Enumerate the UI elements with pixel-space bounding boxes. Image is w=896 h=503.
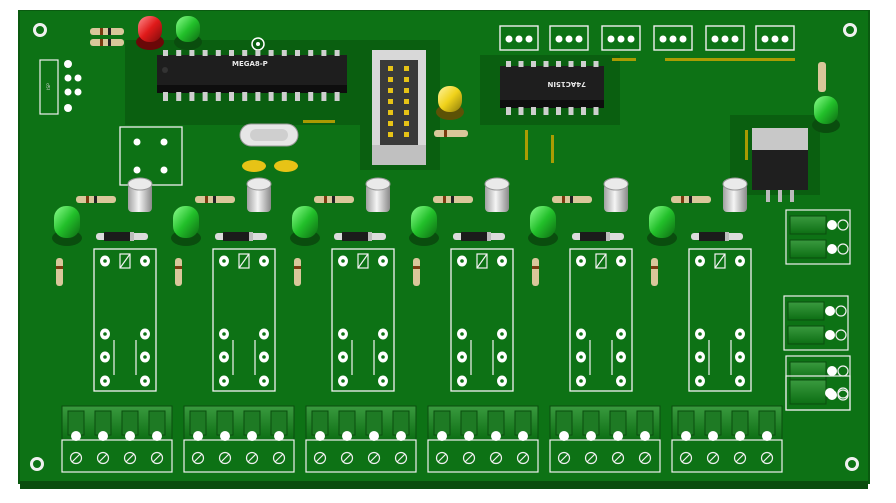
crystal-capacitors: [242, 160, 298, 172]
relay-footprint: [688, 248, 752, 392]
terminal-block-right: [783, 295, 849, 351]
relay-channel: [290, 177, 395, 392]
channel-led: [528, 206, 558, 246]
relay-channel: [171, 177, 276, 392]
power-led: [812, 96, 840, 133]
terminal-block-right: [785, 209, 851, 265]
crystal: [239, 123, 299, 147]
channel-diode: [334, 232, 386, 241]
terminal-block: [549, 405, 661, 473]
channel-resistor-vertical: [175, 258, 182, 286]
terminal-block: [671, 405, 783, 473]
terminal-block: [305, 405, 417, 473]
relay-footprint: [450, 248, 514, 392]
top-connector: [755, 25, 795, 51]
relay-channel: [409, 177, 514, 392]
channel-transistor: [365, 177, 391, 212]
channel-diode: [572, 232, 624, 241]
relay-footprint: [331, 248, 395, 392]
status-led-red: [136, 16, 164, 50]
channel-resistor-vertical: [651, 258, 658, 286]
top-connector: [549, 25, 589, 51]
channel-transistor: [246, 177, 272, 212]
relay-channel: [52, 177, 157, 392]
idc-header: [372, 50, 426, 165]
voltage-regulator: [752, 128, 808, 202]
channel-transistor: [484, 177, 510, 212]
channel-transistor: [127, 177, 153, 212]
relay-channel: [647, 177, 752, 392]
relay-footprint: [212, 248, 276, 392]
mcu-label: MEGA8-P: [232, 60, 268, 68]
resistor-power: [818, 62, 826, 92]
status-led-green: [174, 16, 202, 50]
channel-diode: [691, 232, 743, 241]
channel-resistor: [552, 196, 592, 203]
channel-resistor: [76, 196, 116, 203]
mcu-chip: MEGA8-P: [157, 50, 347, 101]
terminal-block: [61, 405, 173, 473]
top-connectors: [499, 25, 795, 51]
channel-resistor: [433, 196, 473, 203]
bottom-terminal-blocks: [61, 405, 783, 473]
channel-resistor-vertical: [532, 258, 539, 286]
logic-chip: 74AC15IN: [500, 61, 604, 115]
channel-led: [52, 206, 82, 246]
channel-resistor-vertical: [294, 258, 301, 286]
channel-transistor: [722, 177, 748, 212]
channel-resistor: [195, 196, 235, 203]
channel-led: [647, 206, 677, 246]
channel-resistor-vertical: [56, 258, 63, 286]
channel-resistor: [671, 196, 711, 203]
resistor-group-top: [90, 28, 124, 46]
channel-led: [409, 206, 439, 246]
channel-resistor-vertical: [413, 258, 420, 286]
svg-text:ISP: ISP: [46, 83, 52, 90]
terminal-block: [427, 405, 539, 473]
channel-diode: [215, 232, 267, 241]
top-connector: [601, 25, 641, 51]
terminal-block-right: [785, 375, 851, 411]
relay-footprint: [569, 248, 633, 392]
right-terminal-blocks: [783, 209, 851, 411]
relay-channels: [52, 177, 752, 392]
mounting-holes: [30, 23, 859, 471]
status-led-yellow: [436, 86, 464, 120]
channel-transistor: [603, 177, 629, 212]
channel-led: [290, 206, 320, 246]
top-connector: [653, 25, 693, 51]
channel-resistor: [314, 196, 354, 203]
terminal-block: [183, 405, 295, 473]
relay-channel: [528, 177, 633, 392]
programming-connector: ISP: [39, 59, 82, 115]
channel-led: [171, 206, 201, 246]
resistor-yellow-led: [434, 130, 468, 137]
channel-diode: [96, 232, 148, 241]
relay-footprint: [93, 248, 157, 392]
logic-label: 74AC15IN: [547, 80, 586, 88]
top-connector: [705, 25, 745, 51]
top-connector: [499, 25, 539, 51]
channel-diode: [453, 232, 505, 241]
